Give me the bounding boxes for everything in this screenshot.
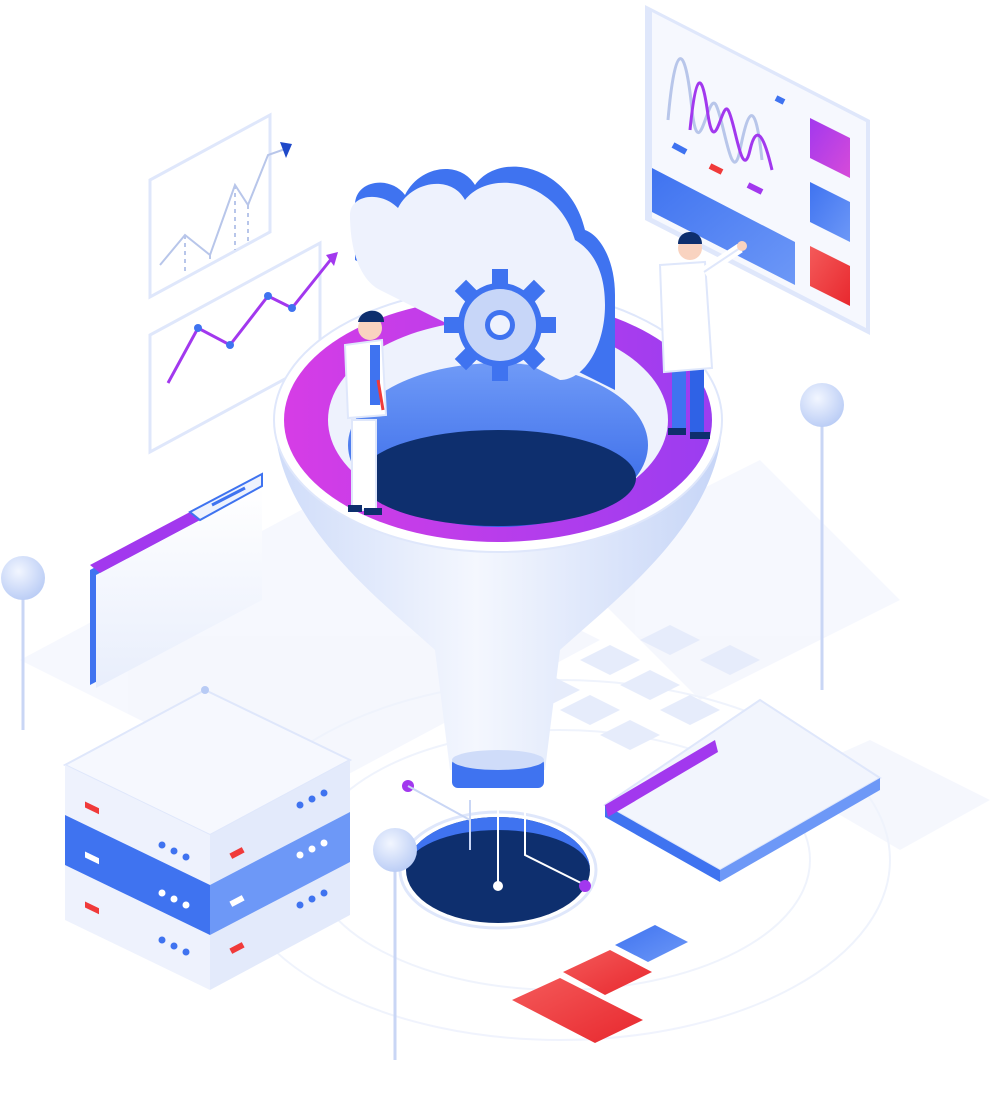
person-icon	[658, 232, 747, 439]
pin-left	[1, 556, 45, 730]
output-hole	[398, 780, 598, 930]
wave-chart-icon	[645, 5, 870, 335]
gear-icon	[444, 269, 556, 381]
pin-bottom	[373, 828, 417, 1060]
cloud-icon	[350, 166, 615, 390]
pin-right	[800, 383, 844, 690]
line-chart-icon	[148, 112, 292, 300]
floor-bars	[512, 925, 688, 1043]
browser-window-icon	[90, 472, 263, 688]
server-icon	[62, 686, 353, 990]
person-icon	[343, 310, 388, 515]
flat-panel	[603, 698, 882, 882]
